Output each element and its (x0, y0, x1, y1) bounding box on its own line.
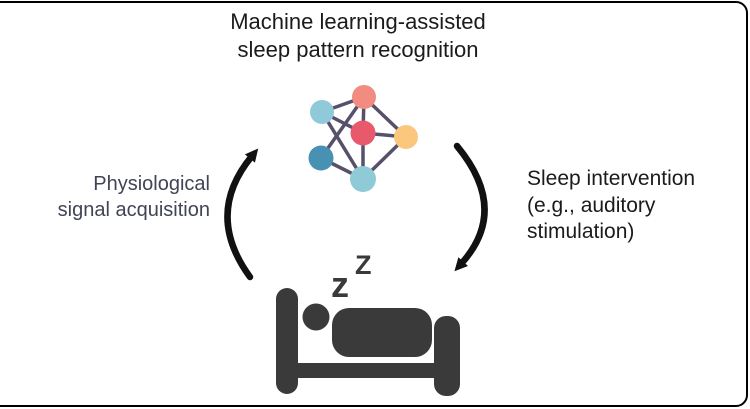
sleeper-blanket (332, 308, 432, 357)
network-node-bottom-blue (350, 166, 376, 192)
network-edge (320, 111, 365, 180)
acquisition-line-2: signal acquisition (57, 199, 210, 221)
network-node-right-yellow (394, 125, 418, 149)
label-physiological-signal-acquisition: Physiological signal acquisition (18, 171, 210, 223)
intervention-line-1: Sleep intervention (527, 167, 696, 190)
arrow-intervention-down (453, 142, 488, 272)
sleep-z-large: Z (355, 250, 372, 280)
sleeper-head (302, 303, 330, 331)
title-line-1: Machine learning-assisted (230, 9, 486, 34)
title-line-2: sleep pattern recognition (237, 36, 479, 62)
network-node-lower-left-darkblue (308, 145, 334, 171)
label-sleep-intervention: Sleep intervention (e.g., auditory stimu… (527, 166, 737, 246)
bed-base-rail (280, 363, 452, 378)
network-node-top-salmon (352, 85, 376, 109)
intervention-line-2: (e.g., auditory (527, 193, 656, 217)
intervention-line-3: stimulation) (527, 220, 635, 243)
bed-footboard-post (434, 316, 460, 396)
neural-network-icon (308, 85, 418, 192)
sleeping-person-icon: z Z (276, 250, 460, 396)
network-node-upper-left-blue (310, 100, 334, 124)
network-node-center-red (350, 120, 376, 146)
sleep-z-small: z (331, 264, 349, 305)
bed-headboard-post (276, 288, 298, 394)
diagram-title: Machine learning-assisted sleep pattern … (108, 8, 608, 63)
arrow-acquisition-up (224, 148, 259, 281)
acquisition-line-1: Physiological (93, 173, 210, 195)
